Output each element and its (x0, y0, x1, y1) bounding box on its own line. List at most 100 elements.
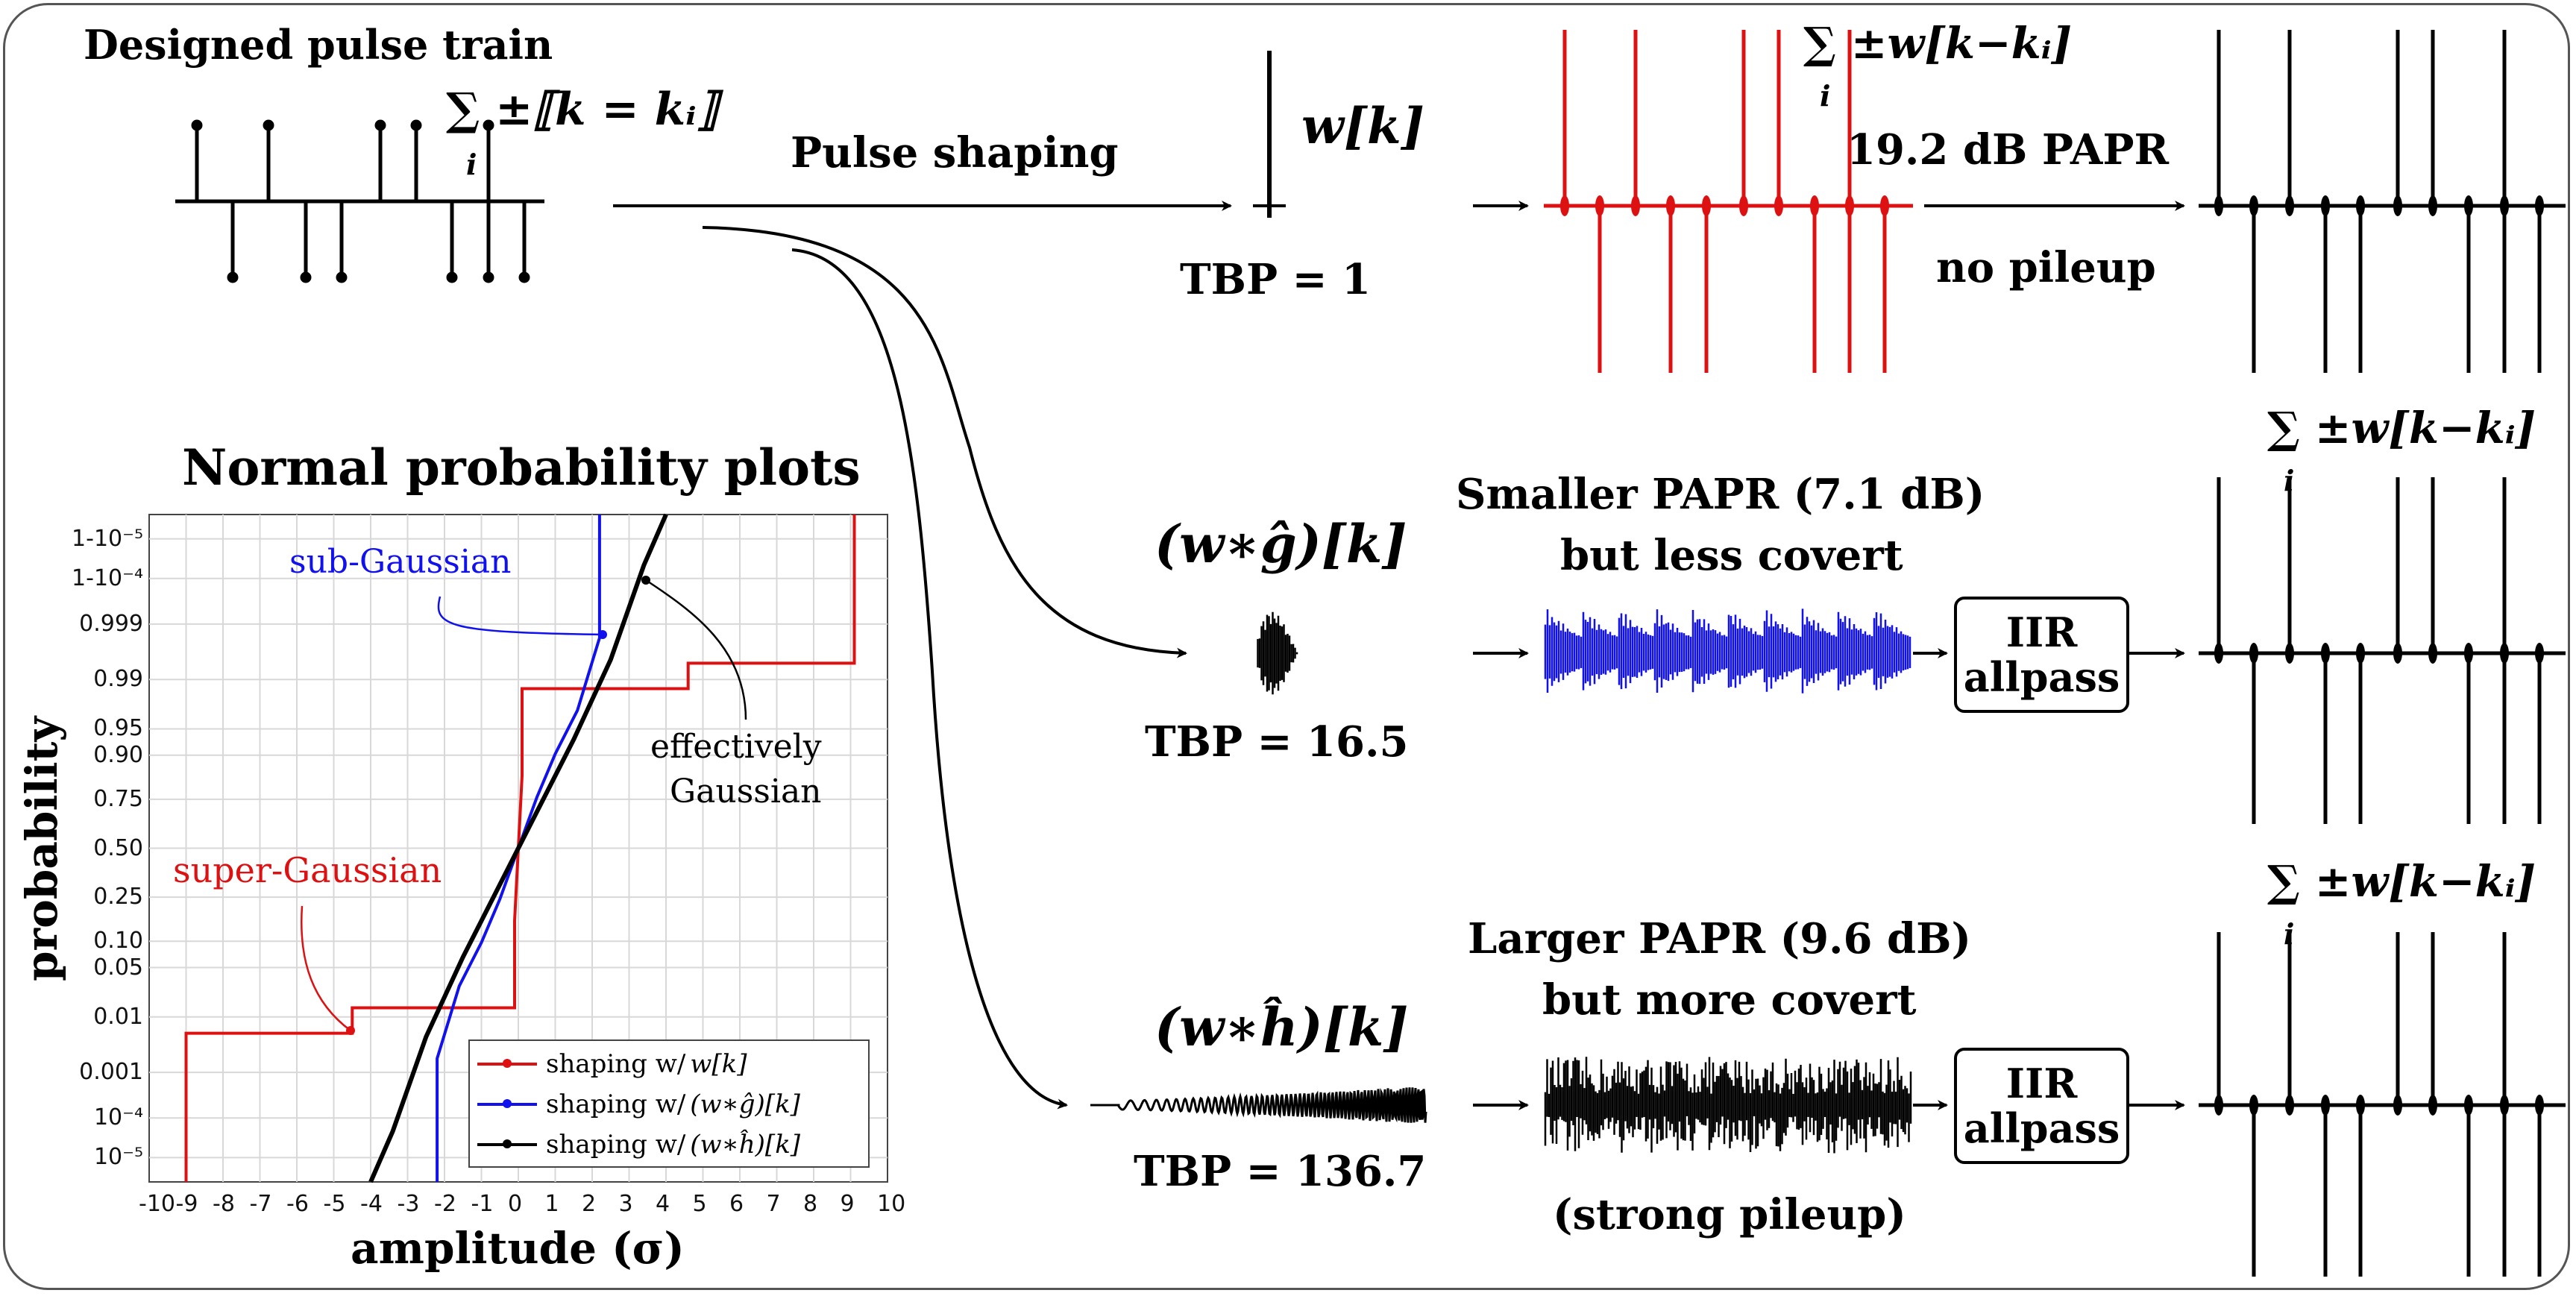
plot-series (184, 513, 856, 1183)
shifted-sum-subscript-top: i (1820, 79, 1831, 113)
output-tick-2-6 (2428, 1095, 2437, 1116)
shifted-sum-formula-top: ∑ ±w[k−kᵢ] (1803, 18, 2073, 69)
red-pulse-ticks (1560, 195, 1889, 216)
indicator-sum-formula: ∑ ±⟦k = kᵢ⟧ (446, 84, 719, 136)
legend-entry-wg: shaping w/ (w∗ĝ)[k] (477, 1086, 800, 1123)
x-tick-label: 10 (877, 1191, 906, 1217)
shifted-sum-subscript-mid: i (2284, 464, 2295, 497)
plot-ylabel: probability (16, 716, 67, 981)
output-tick-0-1 (2249, 195, 2258, 216)
shifted-sum-formula-bot: ∑ ±w[k−kᵢ] (2267, 856, 2536, 907)
y-tick-label: 0.25 (93, 884, 143, 910)
output-tick-0-9 (2535, 195, 2544, 216)
designed-pulse-train (175, 119, 544, 283)
output-tick-1-3 (2321, 643, 2330, 664)
x-tick-label: 4 (656, 1191, 670, 1217)
plot-legend: shaping w/ w[k] shaping w/ (w∗ĝ)[k] shap… (468, 1039, 870, 1168)
larger-papr-label: Larger PAPR (9.6 dB) (1468, 914, 1971, 963)
output-tick-0-6 (2428, 195, 2437, 216)
y-tick-label: 10⁻⁴ (93, 1104, 143, 1131)
x-tick-label: 2 (582, 1191, 597, 1217)
output-tick-0-8 (2500, 195, 2509, 216)
w-h-label: (w∗ĥ)[k] (1155, 996, 1409, 1058)
x-tick-label: -8 (213, 1191, 235, 1217)
series-2 (368, 513, 668, 1183)
y-tick-label: 0.99 (93, 666, 143, 693)
pulse-shaping-label: Pulse shaping (791, 128, 1119, 177)
annotation-leaders (301, 576, 747, 1035)
x-tick-label: 8 (803, 1191, 818, 1217)
y-tick-label: 1-10⁻⁴ (72, 564, 143, 591)
iir-box-1-line2: allpass (1963, 653, 2120, 701)
x-tick-label: 9 (840, 1191, 855, 1217)
output-tick-2-1 (2249, 1095, 2258, 1116)
output-tick-1-6 (2428, 643, 2437, 664)
legend-entry-w: shaping w/ w[k] (477, 1045, 747, 1083)
w-k-pulse (1253, 51, 1286, 218)
y-tick-label: 0.75 (93, 785, 143, 812)
y-tick-label: 0.01 (93, 1003, 143, 1030)
x-tick-label: 1 (544, 1191, 559, 1217)
iir-box-2-line1: IIR (2005, 1060, 2078, 1107)
x-tick-label: -4 (360, 1191, 383, 1217)
output-tick-0-2 (2285, 195, 2294, 216)
smaller-papr-label: Smaller PAPR (7.1 dB) (1456, 470, 1985, 519)
blue-waveform (1544, 608, 1911, 693)
output-tick-1-7 (2464, 643, 2473, 664)
annotation-effectively: effectively (650, 728, 822, 766)
output-tick-0-0 (2214, 195, 2223, 216)
output-tick-1-5 (2393, 643, 2402, 664)
y-tick-label: 10⁻⁵ (93, 1144, 143, 1171)
legend-swatch-blue (477, 1099, 537, 1108)
output-tick-0-5 (2393, 195, 2402, 216)
x-tick-label: 3 (618, 1191, 633, 1217)
y-tick-label: 0.90 (93, 741, 143, 768)
strong-pileup-label: (strong pileup) (1553, 1190, 1906, 1239)
iir-box-1-line1: IIR (2005, 608, 2078, 656)
iir-allpass-box-2: IIR allpass (1954, 1048, 2129, 1164)
legend-label-wh-math: (w∗ĥ)[k] (690, 1130, 801, 1160)
legend-label-wg-math: (w∗ĝ)[k] (690, 1089, 800, 1119)
output-tick-0-3 (2321, 195, 2330, 216)
x-tick-label: -3 (397, 1191, 420, 1217)
plot-xlabel: amplitude (σ) (351, 1223, 685, 1274)
x-tick-label: 5 (692, 1191, 707, 1217)
output-tick-1-8 (2500, 643, 2509, 664)
x-tick-label: 6 (729, 1191, 744, 1217)
shifted-sum-subscript-bot: i (2284, 917, 2295, 951)
output-tick-2-0 (2214, 1095, 2223, 1116)
output-tick-2-9 (2535, 1095, 2544, 1116)
legend-swatch-black (477, 1139, 537, 1148)
indicator-sum-subscript: i (466, 148, 477, 181)
tbp-16-5-label: TBP = 16.5 (1145, 717, 1409, 767)
papr-top-label: 19.2 dB PAPR (1847, 125, 2170, 174)
w-k-label: w[k] (1301, 97, 1424, 155)
x-tick-label: 0 (508, 1191, 523, 1217)
y-tick-label: 0.10 (93, 928, 143, 954)
output-tick-2-4 (2356, 1095, 2365, 1116)
output-pulse-train-3 (2199, 932, 2566, 1277)
output-tick-1-9 (2535, 643, 2544, 664)
legend-entry-wh: shaping w/ (w∗ĥ)[k] (477, 1126, 800, 1163)
output-tick-2-8 (2500, 1095, 2509, 1116)
pulse-shaping-arrows (613, 201, 1232, 1110)
output-tick-2-7 (2464, 1095, 2473, 1116)
no-pileup-label: no pileup (1936, 243, 2156, 292)
output-tick-2-2 (2285, 1095, 2294, 1116)
output-tick-1-1 (2249, 643, 2258, 664)
output-tick-1-4 (2356, 643, 2365, 664)
y-tick-label: 0.50 (93, 834, 143, 861)
x-tick-label: -9 (175, 1191, 198, 1217)
tbp-1-label: TBP = 1 (1180, 255, 1371, 304)
less-covert-label: but less covert (1560, 531, 1903, 580)
more-covert-label: but more covert (1542, 975, 1917, 1025)
row-arrows (1473, 201, 2185, 1110)
black-noise-waveform (1544, 1057, 1912, 1154)
y-tick-label: 0.001 (79, 1059, 143, 1086)
output-tick-0-4 (2356, 195, 2365, 216)
y-tick-label: 0.999 (79, 610, 143, 637)
x-tick-label: -2 (434, 1191, 456, 1217)
annotation-sub-gaussian: sub-Gaussian (289, 543, 512, 581)
plot-title: Normal probability plots (182, 438, 861, 497)
